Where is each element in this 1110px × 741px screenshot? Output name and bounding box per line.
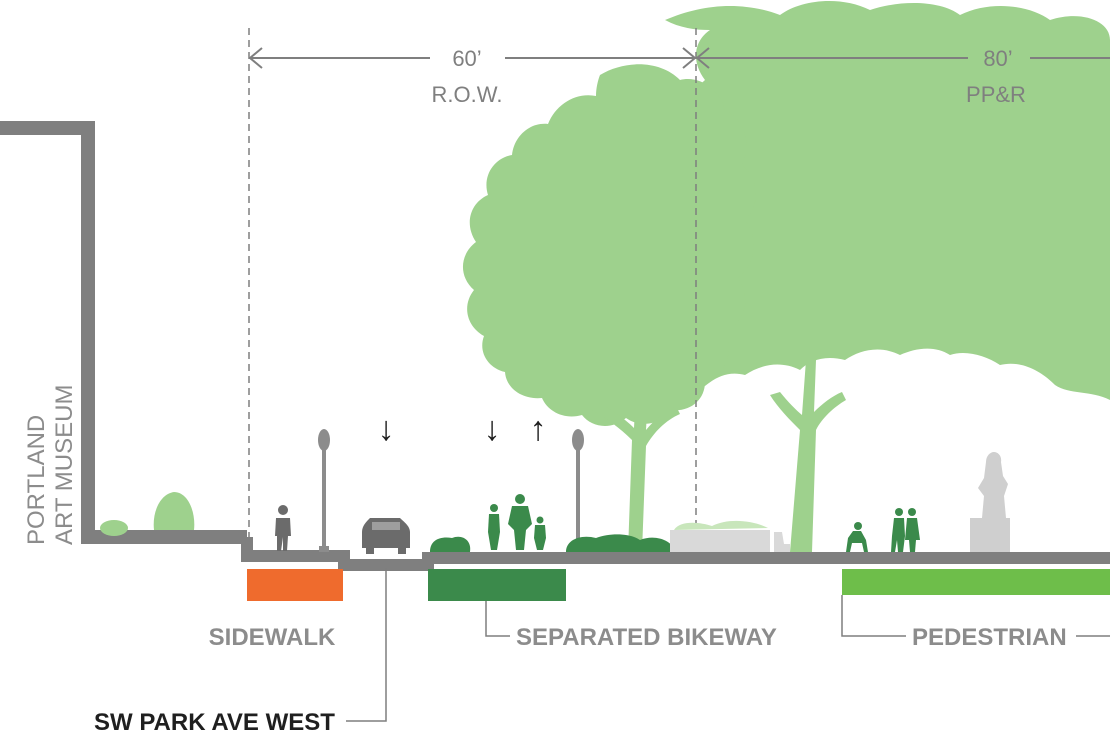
- street-light-globe: [318, 429, 330, 451]
- shrub-small: [100, 520, 128, 536]
- museum-building: PORTLAND ART MUSEUM: [0, 121, 247, 545]
- planting-shrubs: [100, 492, 195, 536]
- figure-head: [278, 505, 288, 515]
- row-dimension: 60’ R.O.W.: [248, 28, 697, 545]
- street-name-label: SW PARK AVE WEST: [94, 709, 335, 736]
- street-light-left: [318, 429, 330, 552]
- cyclist-head: [536, 516, 544, 524]
- tree-trunk-left: [592, 360, 680, 552]
- row-dimension-label: R.O.W.: [432, 82, 503, 107]
- tree-canopy-right: [665, 0, 1110, 401]
- street-light-pole: [576, 450, 580, 550]
- ppr-dimension: 80’ PP&R: [695, 46, 1110, 107]
- building-label-line2: ART MUSEUM: [51, 385, 78, 545]
- park-pedestrians: [846, 508, 920, 552]
- shrub-tall: [153, 492, 195, 530]
- shrub-right: [566, 534, 676, 552]
- cyclist-body: [488, 514, 500, 550]
- row-right-arrowhead: [682, 47, 697, 69]
- person-body: [905, 518, 920, 552]
- car-body: [362, 518, 410, 548]
- street-light-base: [319, 546, 329, 552]
- row-left-arrowhead: [248, 47, 263, 69]
- ground-line: [241, 537, 1110, 571]
- car-icon: [362, 518, 410, 554]
- statue-figure: [978, 452, 1008, 518]
- cyclist-body: [534, 525, 546, 550]
- figure-body: [275, 518, 291, 551]
- statue-pedestal: [970, 518, 1010, 552]
- street-light-pole: [322, 450, 326, 550]
- planter-plants: [674, 520, 768, 530]
- bench: [774, 532, 790, 552]
- cyclist-head: [515, 494, 525, 504]
- person-head: [854, 522, 862, 530]
- shrub-left: [430, 536, 471, 552]
- cyclist-3: [534, 516, 546, 550]
- pedestrian-figure-sidewalk: [275, 505, 291, 551]
- walking-couple: [891, 508, 920, 552]
- sidewalk-zone-bar: [247, 569, 343, 601]
- row-dimension-value: 60’: [452, 46, 481, 71]
- ground-profile: [241, 537, 1110, 571]
- ppr-dimension-value: 80’: [983, 46, 1012, 71]
- bikeway-zone-bar: [428, 569, 566, 601]
- seated-person: [846, 522, 868, 552]
- person-body: [891, 518, 905, 552]
- street-leader-line: [346, 568, 387, 722]
- cyclist-1: [488, 504, 500, 550]
- street-light-globe: [572, 429, 584, 451]
- person-head: [895, 508, 903, 516]
- pedestrian-zone-bar: [842, 569, 1110, 595]
- cyclists-group: [488, 494, 546, 550]
- car-wheel-left: [366, 546, 374, 554]
- planter-box: [670, 530, 770, 552]
- person-head: [908, 508, 916, 516]
- cyclist-head: [490, 504, 498, 512]
- tree-canopy-left: [462, 64, 756, 426]
- street-light-right: [572, 429, 584, 552]
- cyclist-2: [508, 494, 532, 550]
- building-label-line1: PORTLAND: [23, 415, 50, 545]
- park-planter: [670, 520, 790, 552]
- pedestrian-label: PEDESTRIAN: [912, 624, 1067, 651]
- bikeway-leader-line: [485, 601, 510, 637]
- pedestrian-leader-line-left: [841, 595, 906, 637]
- car-window: [372, 522, 400, 530]
- tree-trunk-right: [770, 360, 846, 552]
- ppr-left-arrowhead: [695, 47, 710, 69]
- car-lane-direction-arrow: ↓: [378, 410, 395, 448]
- building-wall: [0, 121, 247, 544]
- person-body: [846, 531, 868, 552]
- sidewalk-label: SIDEWALK: [209, 624, 336, 651]
- cyclist-body: [508, 506, 532, 550]
- bike-down-direction-arrow: ↓: [484, 410, 501, 448]
- ppr-dimension-label: PP&R: [966, 82, 1026, 107]
- bikeway-shrubs: [430, 534, 676, 552]
- statue: [970, 452, 1010, 552]
- bike-up-direction-arrow: ↑: [530, 410, 547, 448]
- bikeway-label: SEPARATED BIKEWAY: [516, 624, 777, 651]
- car-wheel-right: [398, 546, 406, 554]
